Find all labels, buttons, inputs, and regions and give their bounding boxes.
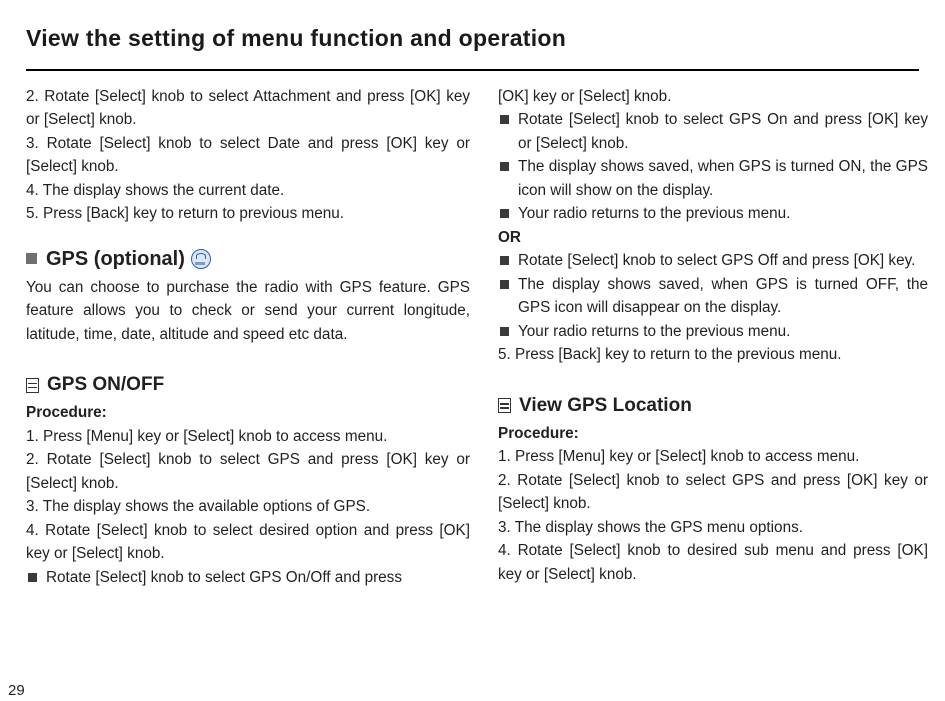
menu-list-icon: [26, 377, 39, 393]
manual-page: View the setting of menu function and op…: [0, 15, 945, 701]
page-columns: 2. Rotate [Select] knob to select Attach…: [0, 71, 945, 590]
square-bullet-icon: [28, 572, 37, 582]
page-title: View the setting of menu function and op…: [26, 25, 567, 52]
menu-list-icon: [498, 398, 511, 414]
left-step-2: 2. Rotate [Select] knob to select Attach…: [26, 87, 470, 129]
gps-off-bullet-2: The display shows saved, when GPS is tur…: [498, 273, 928, 320]
gps-off-bullet-1: Rotate [Select] knob to select GPS Off a…: [498, 249, 928, 273]
left-column: 2. Rotate [Select] knob to select Attach…: [26, 85, 470, 590]
gps-onoff-procedure-label: Procedure:: [26, 404, 107, 422]
spacer: [498, 367, 928, 393]
square-bullet-icon: [500, 326, 509, 336]
square-bullet-icon: [500, 279, 509, 289]
gps-onoff-step-3: 3. The display shows the available optio…: [26, 498, 371, 516]
square-bullet-icon: [26, 253, 37, 265]
spacer: [26, 226, 470, 246]
right-continued-line: [OK] key or [Select] knob.: [498, 87, 672, 105]
square-bullet-icon: [500, 162, 509, 172]
gps-onoff-heading-label: GPS ON/OFF: [47, 374, 165, 396]
gps-onoff-step-2: 2. Rotate [Select] knob to select GPS an…: [26, 451, 470, 492]
page-number: 29: [8, 682, 25, 700]
right-column: [OK] key or [Select] knob. Rotate [Selec…: [498, 85, 928, 590]
gps-on-bullet-3: Your radio returns to the previous menu.: [498, 202, 928, 226]
left-step-5: 5. Press [Back] key to return to previou…: [26, 205, 344, 223]
gps-optional-heading-label: GPS (optional): [46, 247, 185, 270]
gps-onoff-bullet-1: Rotate [Select] knob to select GPS On/Of…: [26, 566, 470, 590]
or-label: OR: [498, 228, 521, 246]
gps-on-bullet-3-label: Your radio returns to the previous menu.: [518, 205, 791, 223]
square-bullet-icon: [500, 115, 509, 125]
gps-description: You can choose to purchase the radio wit…: [26, 278, 470, 343]
view-gps-step-2: 2. Rotate [Select] knob to select GPS an…: [498, 471, 928, 513]
gps-off-bullet-2-label: The display shows saved, when GPS is tur…: [518, 275, 928, 317]
gps-onoff-bullet-1-label: Rotate [Select] knob to select GPS On/Of…: [46, 568, 402, 586]
view-gps-procedure-label: Procedure:: [498, 424, 579, 442]
left-step-3: 3. Rotate [Select] knob to select Date a…: [26, 134, 470, 176]
gps-on-bullet-1: Rotate [Select] knob to select GPS On an…: [498, 108, 928, 155]
gps-off-bullet-3: Your radio returns to the previous menu.: [498, 320, 928, 344]
left-step-4: 4. The display shows the current date.: [26, 181, 285, 199]
right-final-step: 5. Press [Back] key to return to the pre…: [498, 346, 842, 364]
view-gps-step-3: 3. The display shows the GPS menu option…: [498, 518, 803, 536]
gps-onoff-step-4: 4. Rotate [Select] knob to select desire…: [26, 521, 470, 563]
gps-globe-icon: [190, 248, 211, 269]
gps-off-bullet-3-label: Your radio returns to the previous menu.: [518, 322, 791, 340]
title-divider: [26, 68, 919, 71]
gps-on-bullet-1-label: Rotate [Select] knob to select GPS On an…: [518, 111, 928, 152]
square-bullet-icon: [500, 256, 509, 266]
view-gps-location-heading: View GPS Location: [498, 393, 928, 419]
gps-optional-heading: GPS (optional): [26, 246, 470, 272]
view-gps-step-1: 1. Press [Menu] key or [Select] knob to …: [498, 448, 860, 466]
gps-on-bullet-2: The display shows saved, when GPS is tur…: [498, 155, 928, 202]
gps-onoff-step-1: 1. Press [Menu] key or [Select] knob to …: [26, 427, 388, 445]
square-bullet-icon: [500, 209, 509, 219]
view-gps-step-4: 4. Rotate [Select] knob to desired sub m…: [498, 542, 928, 583]
gps-on-bullet-2-label: The display shows saved, when GPS is tur…: [518, 158, 928, 199]
gps-off-bullet-1-label: Rotate [Select] knob to select GPS Off a…: [518, 252, 916, 270]
gps-onoff-heading: GPS ON/OFF: [26, 372, 470, 398]
spacer: [26, 346, 470, 372]
view-gps-location-heading-label: View GPS Location: [519, 394, 692, 416]
